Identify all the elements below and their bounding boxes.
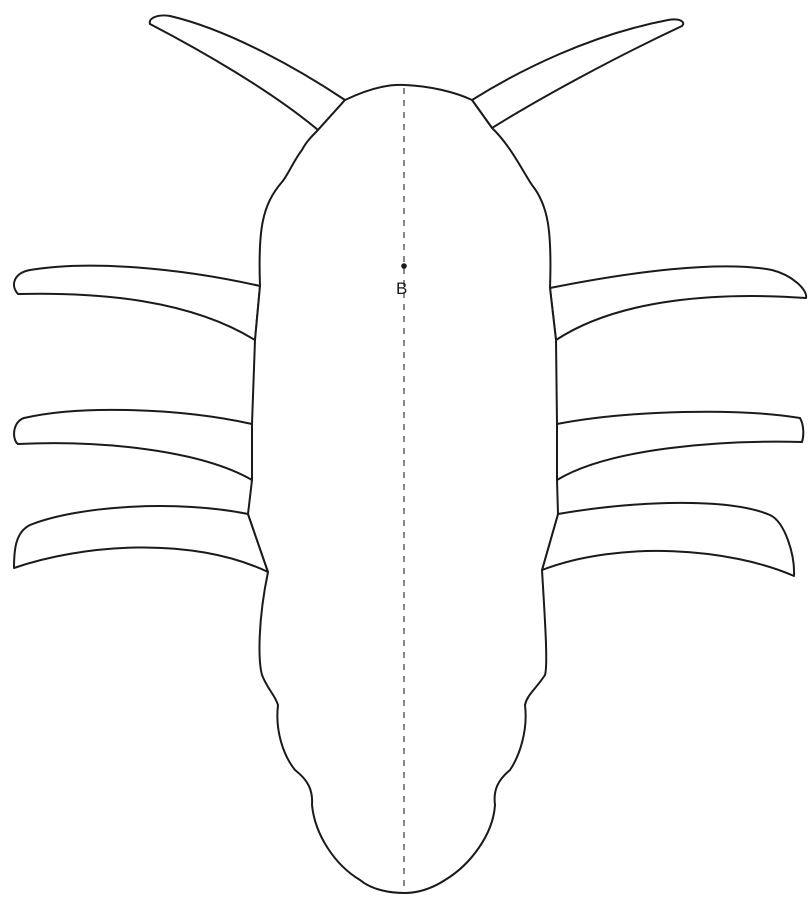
left-antenna xyxy=(150,15,345,130)
insect-body xyxy=(248,85,558,893)
left-leg-3 xyxy=(14,506,268,572)
left-leg-2 xyxy=(14,410,252,480)
right-leg-2 xyxy=(557,412,803,480)
right-antenna xyxy=(472,19,683,128)
right-leg-1 xyxy=(550,266,806,340)
right-leg-3 xyxy=(542,503,794,576)
left-leg-1 xyxy=(14,266,260,340)
point-b-label: B xyxy=(396,279,407,298)
point-b-marker xyxy=(401,263,407,269)
